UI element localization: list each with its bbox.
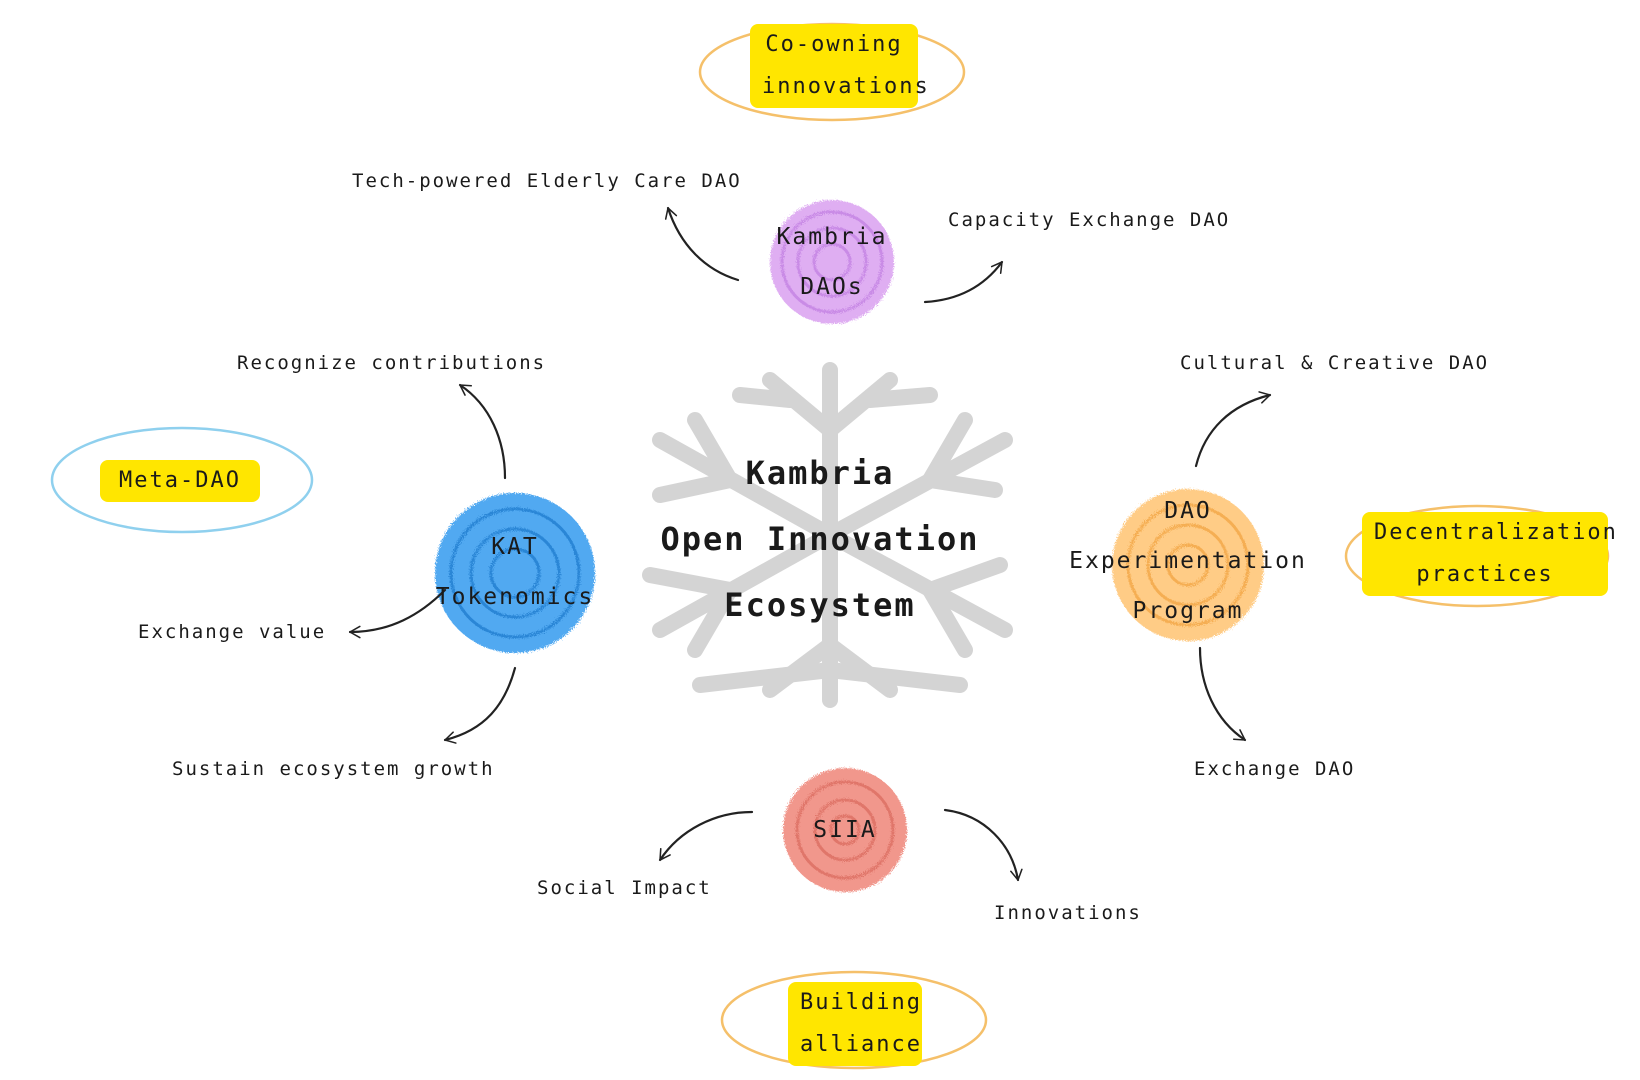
node-siia-scribble bbox=[783, 768, 907, 892]
label-sustain: Sustain ecosystem growth bbox=[172, 758, 495, 780]
tag-ring-meta-dao bbox=[50, 426, 314, 534]
tag-ring-decentralization bbox=[1344, 504, 1610, 608]
tag-decentralization: Decentralization practices bbox=[1362, 512, 1618, 596]
node-kat-label: KAT Tokenomics bbox=[420, 522, 610, 622]
tag-co-owning-line-1: Co-owning bbox=[765, 32, 903, 57]
label-exchange-dao: Exchange DAO bbox=[1194, 758, 1356, 780]
tag-decentralization-line-2: practices bbox=[1416, 562, 1554, 587]
label-social-impact: Social Impact bbox=[537, 877, 712, 899]
arrow-social-impact bbox=[658, 810, 754, 862]
label-elderly-care: Tech-powered Elderly Care DAO bbox=[352, 170, 742, 192]
tag-decentralization-line-1: Decentralization bbox=[1374, 520, 1618, 545]
arrow-exchange-value bbox=[348, 588, 447, 639]
node-siia-label: SIIA bbox=[785, 805, 905, 855]
tag-ring-building bbox=[720, 970, 988, 1070]
node-kambria-daos-label: Kambria DAOs bbox=[742, 212, 922, 312]
center-title-line-3: Ecosystem bbox=[724, 586, 916, 624]
node-dao-program-line-3: Program bbox=[1132, 598, 1244, 624]
tag-meta-dao: Meta-DAO bbox=[100, 460, 260, 502]
label-exchange-value: Exchange value bbox=[138, 621, 327, 643]
node-kambria-daos-scribble bbox=[770, 200, 894, 324]
arrow-elderly-care bbox=[664, 206, 740, 282]
tag-building-line-2: alliance bbox=[800, 1032, 922, 1057]
node-siia-line-1: SIIA bbox=[813, 817, 877, 843]
arrow-cultural bbox=[1194, 391, 1272, 468]
node-kat-line-2: Tokenomics bbox=[435, 584, 595, 610]
label-capacity-exchange: Capacity Exchange DAO bbox=[948, 209, 1231, 231]
arrow-innovations bbox=[943, 808, 1023, 882]
tag-building: Building alliance bbox=[788, 982, 922, 1066]
node-dao-program-scribble bbox=[1112, 489, 1264, 641]
tag-co-owning-line-2: innovations bbox=[762, 74, 930, 99]
node-kat-scribble bbox=[435, 493, 595, 653]
label-innovations: Innovations bbox=[994, 902, 1142, 924]
node-kambria-daos-line-2: DAOs bbox=[800, 274, 864, 300]
node-dao-program-line-1: DAO bbox=[1164, 498, 1212, 524]
node-kambria-daos-line-1: Kambria bbox=[776, 224, 888, 250]
node-dao-program-line-2: Experimentation bbox=[1069, 548, 1307, 574]
tag-co-owning: Co-owning innovations bbox=[750, 24, 930, 108]
center-title-line-2: Open Innovation bbox=[660, 520, 980, 558]
label-recognize: Recognize contributions bbox=[237, 352, 547, 374]
snowflake-icon bbox=[642, 362, 1013, 708]
arrow-sustain bbox=[443, 666, 517, 744]
center-title-line-1: Kambria bbox=[745, 454, 895, 492]
node-kat-line-1: KAT bbox=[491, 534, 539, 560]
tag-building-line-1: Building bbox=[800, 990, 922, 1015]
arrow-recognize bbox=[458, 383, 507, 480]
tag-meta-dao-line-1: Meta-DAO bbox=[119, 468, 241, 493]
label-cultural: Cultural & Creative DAO bbox=[1180, 352, 1490, 374]
arrow-exchange-dao bbox=[1198, 646, 1247, 742]
node-dao-program-label: DAO Experimentation Program bbox=[1058, 486, 1318, 636]
center-title: Kambria Open Innovation Ecosystem bbox=[590, 440, 1050, 638]
arrow-capacity-exchange bbox=[923, 260, 1004, 304]
